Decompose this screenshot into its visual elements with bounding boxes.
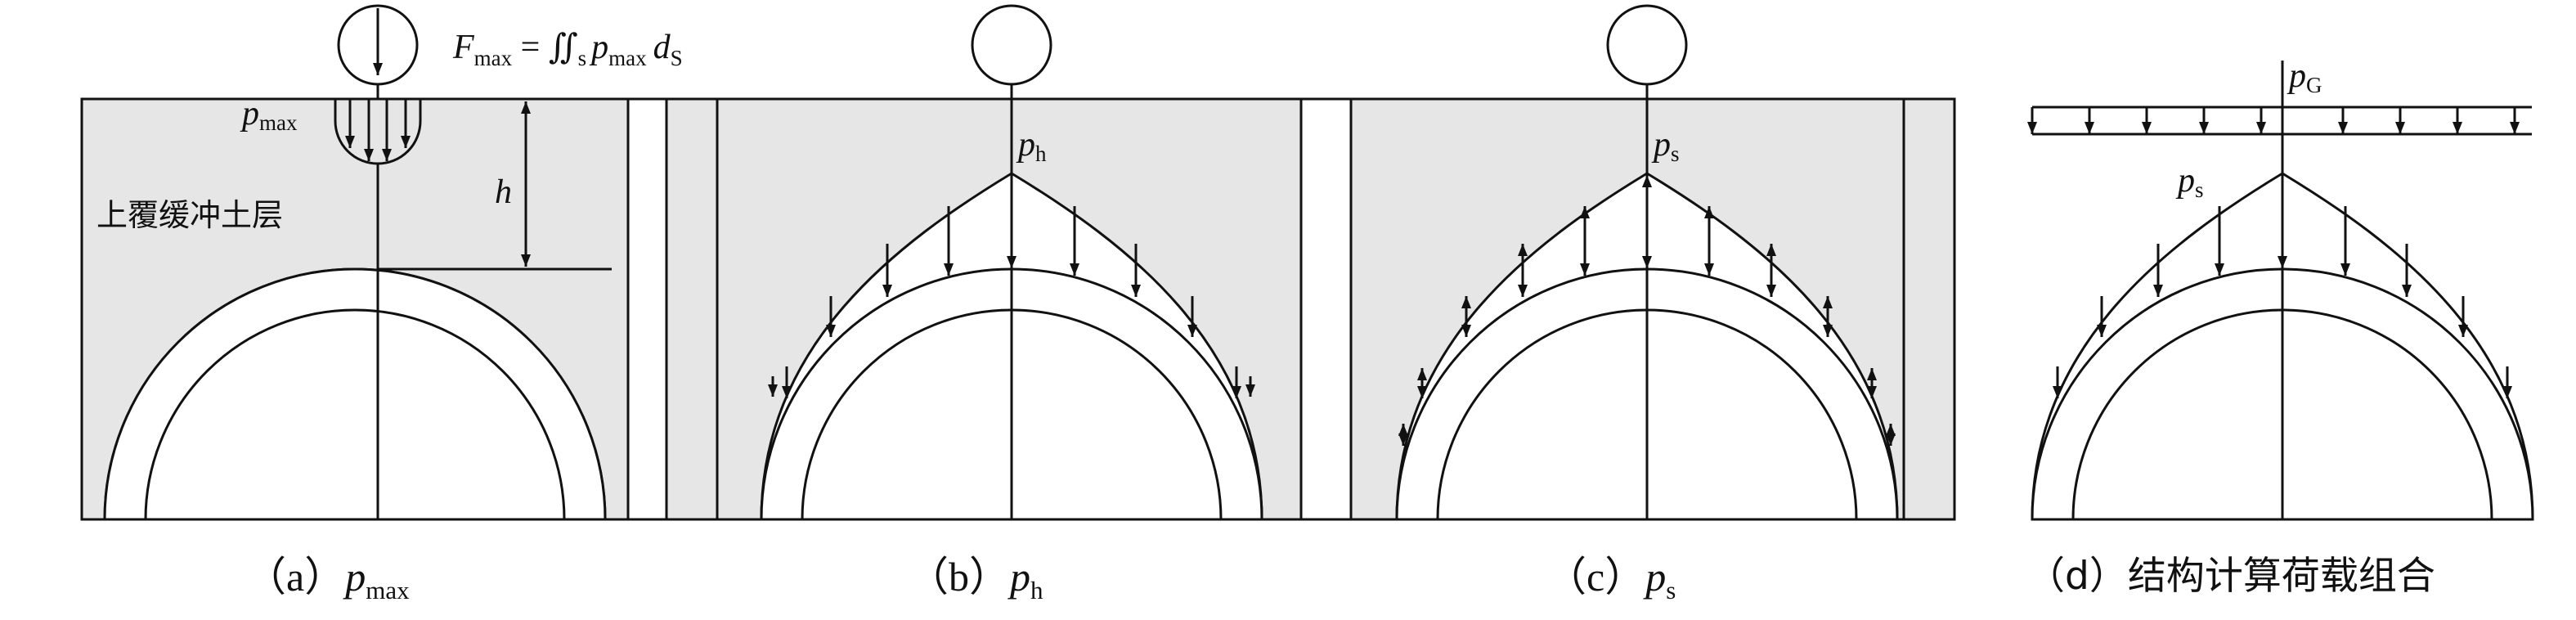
tunnel-lining-b bbox=[760, 267, 1263, 521]
caption-a: （a）pmax bbox=[245, 554, 410, 604]
load-sphere-b bbox=[971, 4, 1052, 86]
tunnel-lining-d bbox=[2031, 267, 2534, 521]
panel-d: pG ps （d）结构计算荷载组合 bbox=[2026, 57, 2534, 599]
ps-label: ps bbox=[1651, 126, 1680, 166]
h-label: h bbox=[495, 173, 512, 211]
pg-label: pG bbox=[2287, 57, 2322, 97]
contact-pressure-bulb bbox=[334, 97, 422, 165]
soil-layer-label: 上覆缓冲土层 bbox=[96, 197, 283, 233]
tunnel-lining-c bbox=[1395, 267, 1899, 521]
caption-b: （b）ph bbox=[908, 554, 1043, 604]
ph-label: ph bbox=[1016, 126, 1047, 166]
load-sphere-c bbox=[1606, 4, 1688, 86]
pmax-label: pmax bbox=[240, 95, 298, 135]
caption-d: （d）结构计算荷载组合 bbox=[2026, 554, 2435, 599]
panel-c: ps （c）ps bbox=[1301, 4, 1956, 604]
ps-label-d: ps bbox=[2175, 162, 2204, 202]
panel-b: ph （b）ph bbox=[665, 4, 1303, 604]
tunnel-lining-a bbox=[103, 267, 607, 521]
caption-c: （c）ps bbox=[1546, 554, 1676, 604]
